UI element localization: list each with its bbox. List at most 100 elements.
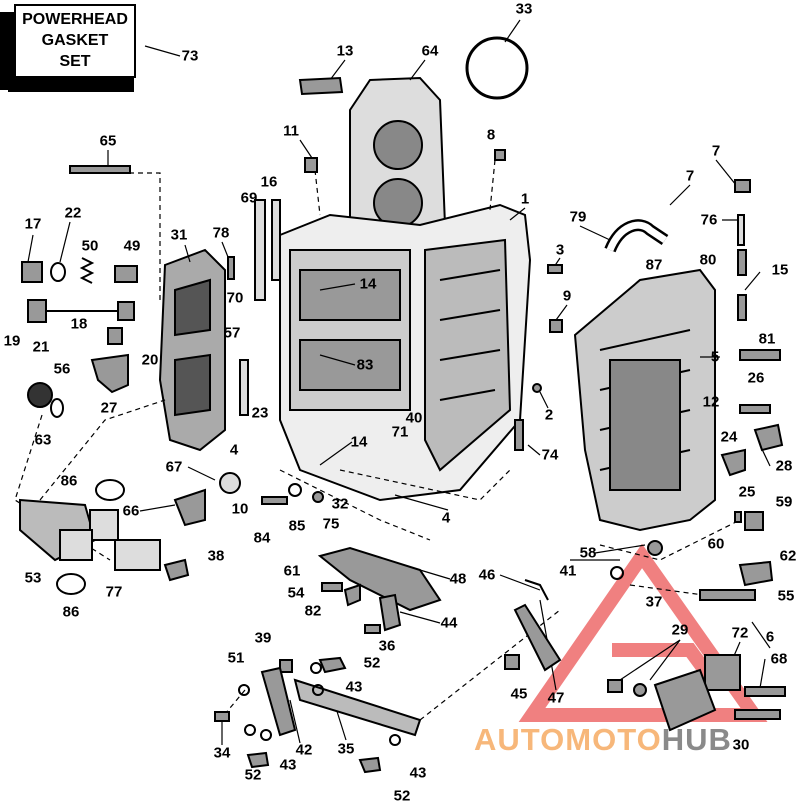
callout-86: 86 [62, 603, 80, 621]
o-ring-part-33 [465, 36, 529, 100]
callout-59: 59 [775, 493, 793, 511]
callout-20: 20 [141, 351, 159, 369]
callout-4: 4 [441, 509, 451, 527]
gasket-box-line-1: POWERHEAD [22, 11, 128, 28]
callout-4: 4 [229, 441, 239, 459]
callout-71: 71 [391, 423, 409, 441]
callout-9: 9 [562, 287, 572, 305]
callout-6: 6 [765, 628, 775, 646]
callout-41: 41 [559, 562, 577, 580]
callout-14: 14 [359, 275, 377, 293]
callout-65: 65 [99, 132, 117, 150]
callout-leaders [27, 19, 771, 745]
callout-10: 10 [231, 500, 249, 518]
callout-23: 23 [251, 404, 269, 422]
callout-37: 37 [645, 593, 663, 611]
callout-54: 54 [287, 584, 305, 602]
callout-7: 7 [685, 167, 695, 185]
head-gasket-part-64 [349, 76, 447, 241]
callout-42: 42 [295, 741, 313, 759]
callout-26: 26 [747, 369, 765, 387]
callout-63: 63 [34, 431, 52, 449]
callout-79: 79 [569, 208, 587, 226]
gasket-box-line-2: GASKET [41, 32, 109, 49]
callout-55: 55 [777, 587, 795, 605]
callout-83: 83 [356, 356, 374, 374]
callout-1: 1 [520, 190, 530, 208]
cylinder-block-part-1 [279, 203, 532, 502]
exhaust-housing-part-12 [573, 268, 716, 532]
gasket-box-shadow-side [0, 12, 16, 90]
callout-48: 48 [449, 570, 467, 588]
callout-12: 12 [702, 393, 720, 411]
callout-49: 49 [123, 237, 141, 255]
callout-30: 30 [732, 736, 750, 754]
gasket-box-shadow-bottom [8, 76, 134, 92]
callout-72: 72 [731, 624, 749, 642]
callout-46: 46 [478, 566, 496, 584]
watermark-text: AUTOMOTOHUB [474, 722, 732, 758]
gasket-box-line-3: SET [59, 53, 91, 70]
callout-43: 43 [409, 764, 427, 782]
callout-81: 81 [758, 330, 776, 348]
watermark-text-part2: HUB [661, 722, 732, 757]
callout-34: 34 [213, 744, 231, 762]
callout-19: 19 [3, 332, 21, 350]
callout-24: 24 [720, 428, 738, 446]
callout-76: 76 [700, 211, 718, 229]
callout-60: 60 [707, 535, 725, 553]
callout-84: 84 [253, 529, 271, 547]
callout-25: 25 [738, 483, 756, 501]
callout-52: 52 [244, 766, 262, 784]
callout-8: 8 [486, 126, 496, 144]
callout-78: 78 [212, 224, 230, 242]
callout-22: 22 [64, 204, 82, 222]
callout-82: 82 [304, 602, 322, 620]
callout-87: 87 [645, 256, 663, 274]
callout-14: 14 [350, 433, 368, 451]
callout-58: 58 [579, 544, 597, 562]
callout-66: 66 [122, 502, 140, 520]
callout-32: 32 [331, 495, 349, 513]
callout-11: 11 [283, 122, 299, 140]
callout-85: 85 [288, 517, 306, 535]
callout-7: 7 [711, 142, 721, 160]
callout-17: 17 [24, 215, 42, 233]
callout-80: 80 [699, 251, 717, 269]
callout-5: 5 [710, 348, 720, 366]
callout-57: 57 [223, 324, 241, 342]
callout-18: 18 [70, 315, 88, 333]
callout-21: 21 [32, 338, 50, 356]
callout-28: 28 [775, 457, 793, 475]
callout-47: 47 [547, 689, 565, 707]
watermark-text-part1: AUTOMOTO [474, 722, 662, 757]
callout-50: 50 [81, 237, 99, 255]
callout-29: 29 [671, 621, 689, 639]
callout-44: 44 [440, 614, 458, 632]
callout-45: 45 [510, 685, 528, 703]
powerhead-gasket-set-box: POWERHEAD GASKET SET [14, 4, 136, 78]
callout-39: 39 [254, 629, 272, 647]
callout-77: 77 [105, 583, 123, 601]
callout-67: 67 [165, 458, 183, 476]
callout-74: 74 [541, 446, 559, 464]
callout-40: 40 [405, 409, 423, 427]
callout-43: 43 [345, 678, 363, 696]
callout-35: 35 [337, 740, 355, 758]
callout-70: 70 [226, 289, 244, 307]
leader-lines [14, 159, 741, 721]
callout-75: 75 [322, 515, 340, 533]
callout-53: 53 [24, 569, 42, 587]
callout-36: 36 [378, 637, 396, 655]
callout-38: 38 [207, 547, 225, 565]
callout-16: 16 [260, 173, 278, 191]
callout-43: 43 [279, 756, 297, 774]
callout-52: 52 [393, 787, 411, 805]
small-parts [19, 76, 786, 774]
callout-73: 73 [181, 47, 199, 65]
callout-31: 31 [170, 226, 188, 244]
callout-62: 62 [779, 547, 797, 565]
crankcase-cover-part-31 [158, 248, 226, 452]
callout-15: 15 [771, 261, 789, 279]
callout-2: 2 [544, 406, 554, 424]
